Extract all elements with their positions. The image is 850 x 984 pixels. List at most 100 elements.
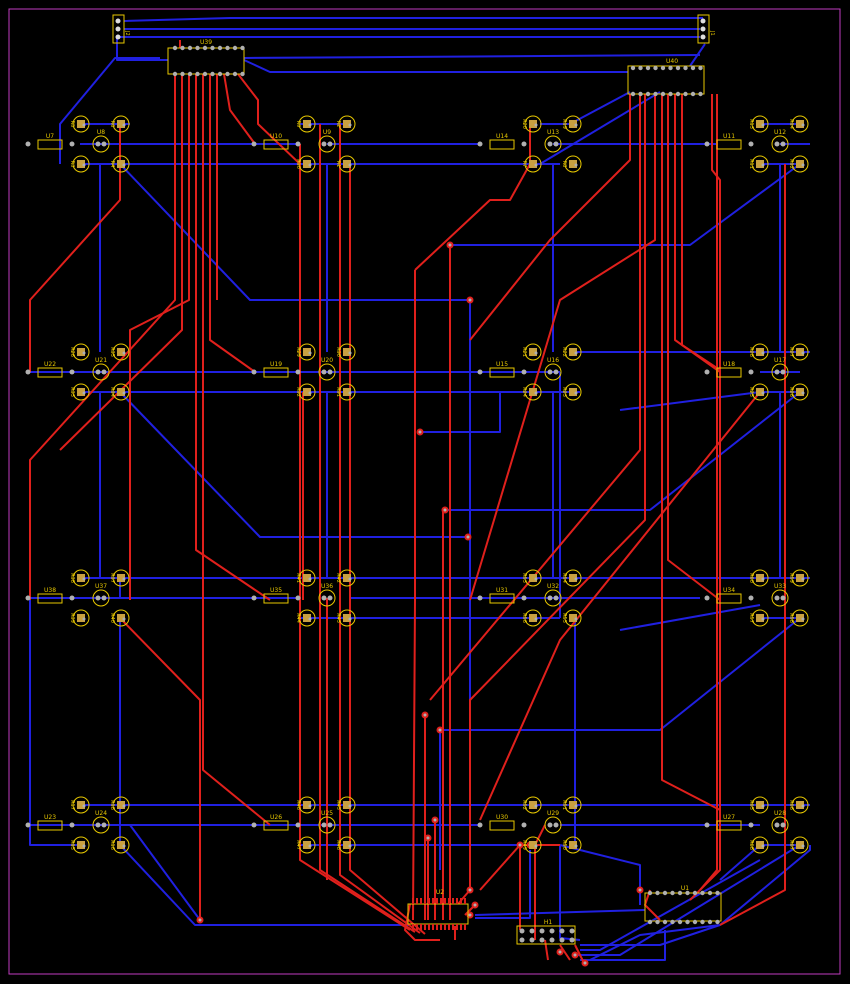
ic-pin: [700, 890, 705, 896]
pad-hole: [82, 617, 86, 621]
pad-hole: [348, 617, 352, 621]
component-label: R17: [69, 800, 75, 810]
resistor-body: [489, 367, 515, 378]
led-pad: [553, 595, 559, 601]
component-label: R53: [521, 573, 527, 583]
ic-u39[interactable]: U39: [167, 39, 245, 77]
top-trace: [129, 74, 190, 600]
led-pad: [95, 822, 101, 828]
pad: [756, 614, 764, 622]
ic-u39-label: U39: [200, 39, 212, 46]
top-trace: [195, 74, 271, 601]
ic-pin: [448, 898, 450, 904]
led-label: U20: [321, 357, 333, 364]
component-label: R4: [109, 161, 115, 168]
component-label: R14: [788, 119, 794, 129]
led-pad: [547, 595, 553, 601]
pad: [529, 841, 537, 849]
bottom-trace: [123, 17, 703, 22]
via: [436, 726, 444, 734]
pad-hole: [801, 844, 805, 848]
ic-pin: [638, 65, 643, 71]
component-label: R9: [295, 121, 301, 128]
component-label: R15: [69, 840, 75, 850]
pad: [756, 801, 764, 809]
pad-hole: [801, 163, 805, 167]
header-pin: [549, 937, 555, 943]
header-j2[interactable]: J2: [112, 14, 130, 44]
header-pin: [519, 937, 525, 943]
pad-hole: [801, 391, 805, 395]
led-pad: [780, 822, 786, 828]
ic-pin: [683, 91, 688, 97]
pad-hole: [308, 617, 312, 621]
component-outline: [298, 343, 316, 361]
top-trace: [689, 94, 721, 901]
bottom-trace: [450, 163, 801, 246]
pad-hole: [308, 163, 312, 167]
ic-pin: [187, 71, 193, 77]
pad: [529, 388, 537, 396]
ic-pin: [172, 45, 178, 51]
component-outline: [298, 115, 316, 133]
resistor-pad: [477, 141, 483, 147]
top-trace: [544, 939, 549, 961]
led-pad: [774, 822, 780, 828]
pad: [77, 614, 85, 622]
header-h1[interactable]: H1: [516, 919, 576, 945]
led-outline: [318, 363, 336, 381]
component-outline: [791, 609, 809, 627]
component-outline: [338, 836, 356, 854]
ic-u1[interactable]: U1: [644, 885, 722, 925]
ic-u40[interactable]: U40: [627, 58, 705, 97]
component-label: R52: [521, 800, 527, 810]
component-label: R57: [748, 613, 754, 623]
pad-hole: [534, 351, 538, 355]
resistor-label: U11: [723, 133, 735, 140]
component-outline: [112, 383, 130, 401]
pad: [796, 841, 804, 849]
component-label: R23: [561, 387, 567, 397]
component-outline: [298, 383, 316, 401]
bottom-trace: [116, 37, 168, 61]
pad-hole: [122, 123, 126, 127]
pad: [343, 160, 351, 168]
component-outline: [72, 569, 90, 587]
pad-hole: [534, 391, 538, 395]
component-label: R8: [561, 161, 567, 168]
resistor-label: U27: [723, 814, 735, 821]
led-pad: [774, 369, 780, 375]
pad: [303, 614, 311, 622]
led-pad: [780, 595, 786, 601]
led-pad: [101, 822, 107, 828]
pad-hole: [574, 804, 578, 808]
ic-pin: [452, 924, 454, 930]
resistor-label: U38: [44, 587, 56, 594]
led-label: U29: [547, 810, 559, 817]
bottom-trace: [59, 57, 160, 164]
component-label: R68: [748, 840, 754, 850]
header-j1[interactable]: J1: [697, 14, 715, 44]
resistor-pad: [521, 141, 527, 147]
led-pad: [547, 369, 553, 375]
pad: [529, 574, 537, 582]
ic-pin: [432, 898, 434, 904]
bottom-trace: [689, 43, 706, 67]
ic-u2[interactable]: U2: [407, 889, 469, 930]
